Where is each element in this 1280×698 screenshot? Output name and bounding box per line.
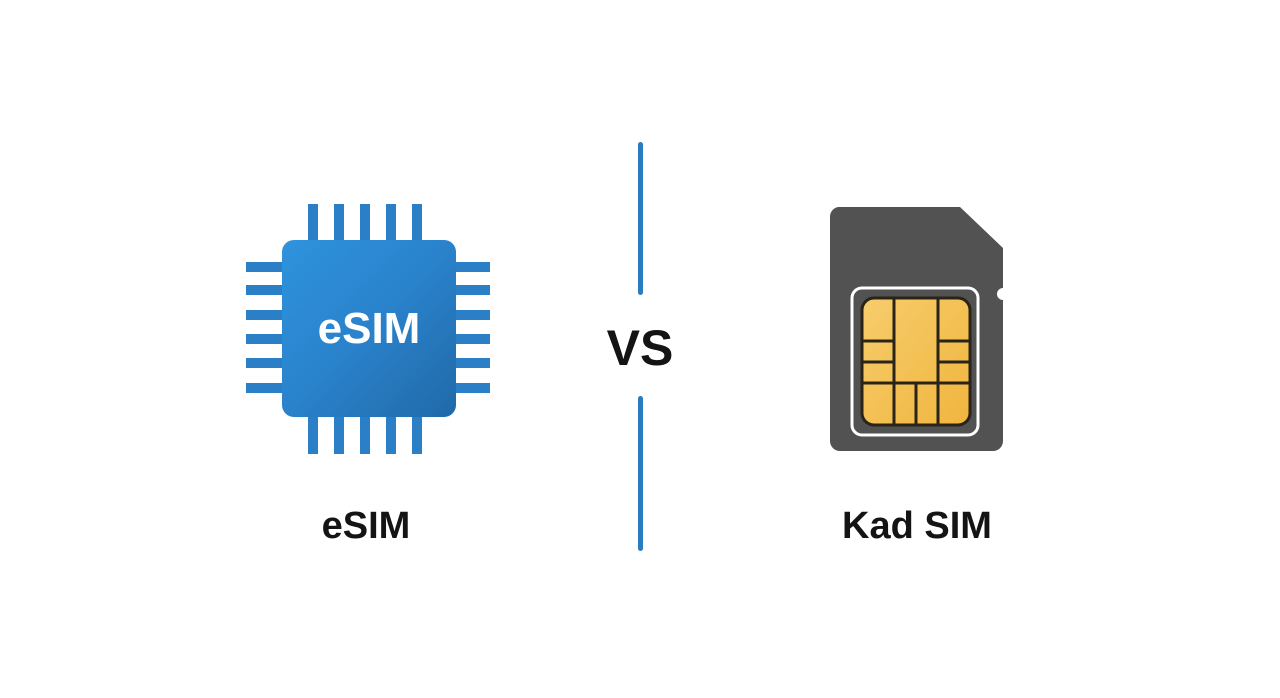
divider-bottom <box>638 396 643 551</box>
esim-chip-icon: eSIM <box>246 204 490 454</box>
esim-label: eSIM <box>321 505 411 547</box>
chip-text: eSIM <box>318 304 421 353</box>
sim-card-label: Kad SIM <box>842 505 992 547</box>
vs-text: VS <box>606 320 674 376</box>
divider-top <box>638 142 643 295</box>
sim-card-icon <box>829 207 1003 451</box>
